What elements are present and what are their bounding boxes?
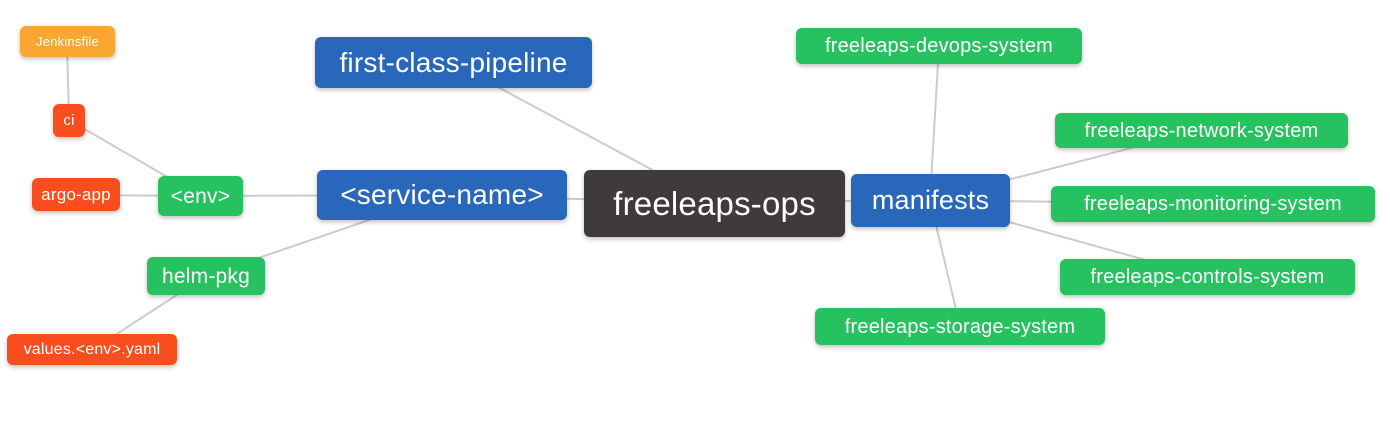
node-monitoring-system[interactable]: freeleaps-monitoring-system	[1051, 186, 1375, 222]
node-freeleaps-ops-root[interactable]: freeleaps-ops	[584, 170, 845, 237]
node-manifests[interactable]: manifests	[851, 174, 1010, 227]
node-service-name[interactable]: <service-name>	[317, 170, 567, 220]
node-first-class-pipeline[interactable]: first-class-pipeline	[315, 37, 592, 88]
node-devops-system[interactable]: freeleaps-devops-system	[796, 28, 1082, 64]
node-helm-pkg[interactable]: helm-pkg	[147, 257, 265, 295]
node-jenkinsfile[interactable]: Jenkinsfile	[20, 26, 115, 57]
node-storage-system[interactable]: freeleaps-storage-system	[815, 308, 1105, 345]
node-env[interactable]: <env>	[158, 176, 243, 216]
node-controls-system[interactable]: freeleaps-controls-system	[1060, 259, 1355, 295]
node-values-env-yaml[interactable]: values.<env>.yaml	[7, 334, 177, 365]
node-network-system[interactable]: freeleaps-network-system	[1055, 113, 1348, 148]
node-argo-app[interactable]: argo-app	[32, 178, 120, 211]
node-ci[interactable]: ci	[53, 104, 85, 137]
